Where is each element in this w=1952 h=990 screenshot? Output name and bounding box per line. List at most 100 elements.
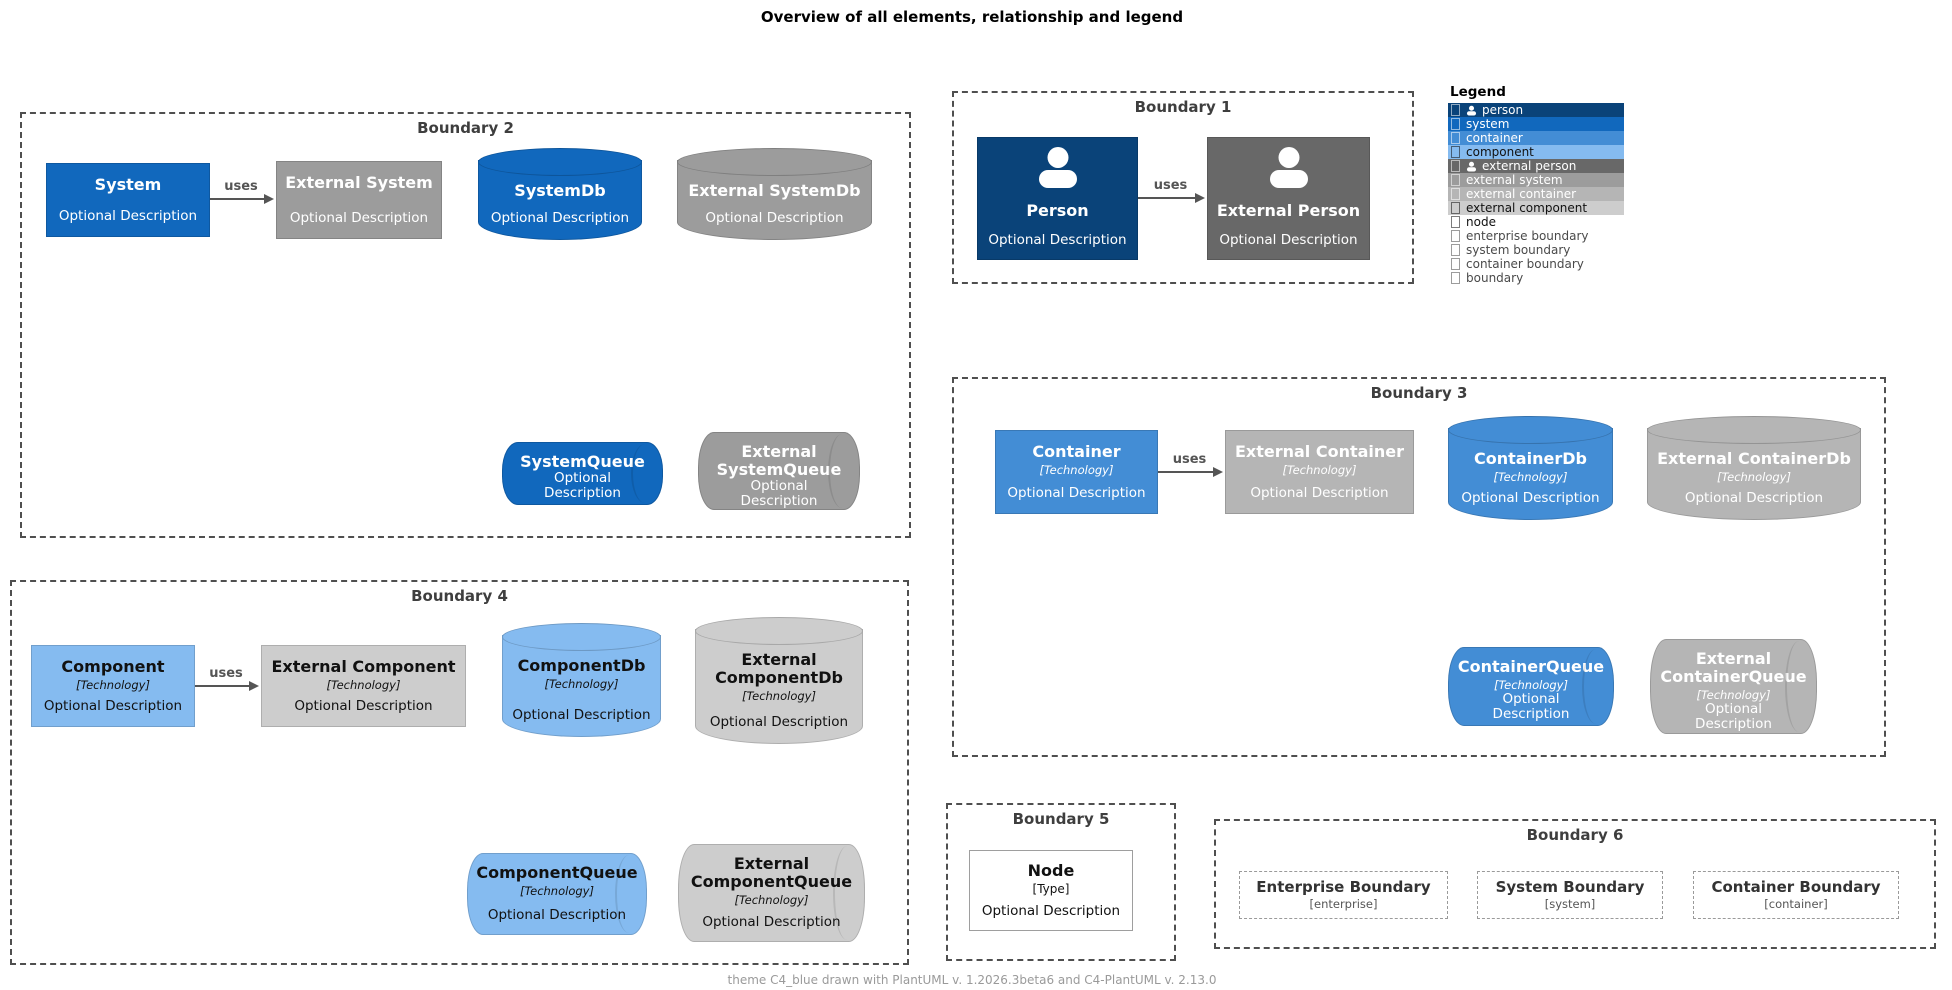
element-technology: [Technology] [1494,677,1568,692]
boundary-4-label: Boundary 4 [411,587,508,605]
external-component-element: External Component [Technology] Optional… [261,645,466,727]
relationship-arrow: uses [195,666,259,691]
element-name: External Person [1216,200,1361,220]
system-element: System Optional Description [46,163,210,237]
missing-glyph-icon [1451,230,1460,242]
external-container-element: External Container [Technology] Optional… [1225,430,1414,514]
relationship-label: uses [224,179,258,194]
missing-glyph-icon [1451,160,1460,172]
element-head: ContainerDb [Technology] [1474,450,1587,484]
element-description: Optional Description [1492,690,1570,722]
boundary-1-label: Boundary 1 [1134,98,1232,116]
legend-row-label: enterprise boundary [1466,229,1589,243]
element-head: External ComponentQueue [Technology] [691,855,852,907]
person-icon [1466,105,1477,116]
legend-row-label: component [1466,145,1534,159]
element-head: ComponentQueue [Technology] [476,864,637,898]
external-system-queue-element: External SystemQueue Optional Descriptio… [698,432,860,510]
component-queue-element: ComponentQueue [Technology] Optional Des… [467,853,647,935]
element-description: Optional Description [487,907,627,924]
element-description: Optional Description [289,210,429,227]
external-person-element: External Person Optional Description [1207,137,1370,260]
relationship-arrow: uses [1138,178,1205,203]
element-name: ContainerQueue [1457,657,1605,676]
element-name: Enterprise Boundary [1256,877,1431,896]
element-name: SystemQueue [520,452,645,471]
relationship-label: uses [209,666,243,681]
missing-glyph-icon [1451,118,1460,130]
element-name: Container Boundary [1711,877,1881,896]
element-name: External System [285,173,433,192]
element-technology: [Technology] [1696,687,1771,702]
element-name: SystemDb [514,181,606,200]
element-name: Node [1027,861,1075,880]
element-name: Person [1026,200,1089,220]
missing-glyph-icon [1451,174,1460,186]
boundary-3-label: Boundary 3 [1370,384,1468,402]
legend-row-label: system [1466,117,1510,131]
element-head: External ComponentDb [Technology] [702,651,856,703]
element-technology: [Technology] [742,688,816,703]
element-type: [system] [1544,897,1596,912]
element-head: External Container [Technology] [1235,443,1404,477]
element-name: External SystemQueue [716,442,842,479]
boundary-6: Boundary 6 [1214,819,1936,949]
legend-row-label: boundary [1466,271,1524,285]
element-type: [Type] [1032,881,1070,896]
element-name: External Component [271,657,456,676]
element-description: Optional Description [544,469,621,501]
container-element: Container [Technology] Optional Descript… [995,430,1158,514]
container-queue-element: ContainerQueue [Technology] Optional Des… [1448,647,1614,726]
element-description: Optional Description [1695,700,1772,732]
external-component-db-element: External ComponentDb [Technology] Option… [695,617,863,744]
container-boundary-element: Container Boundary [container] [1693,871,1899,919]
legend-row-label: container boundary [1466,257,1584,271]
missing-glyph-icon [1451,104,1460,116]
element-head: ContainerQueue [Technology] [1458,658,1604,692]
person-element: Person Optional Description [977,137,1138,260]
legend-row-system: system [1448,117,1624,131]
element-technology: [Technology] [76,677,150,692]
element-description: Optional Description [988,232,1127,249]
element-description: Optional Description [1461,490,1600,507]
missing-glyph-icon [1451,188,1460,200]
legend-row-label: person [1482,103,1524,117]
legend-row-person: person [1448,103,1624,117]
footer-credits: theme C4_blue drawn with PlantUML v. 1.2… [727,973,1217,987]
element-name: System Boundary [1495,877,1645,896]
element-technology: [Technology] [734,892,809,907]
element-description: Optional Description [512,707,651,724]
element-description: Optional Description [58,208,198,225]
boundary-5-label: Boundary 5 [1012,810,1110,828]
element-head: External ContainerQueue [Technology] [1660,650,1806,702]
legend-row-label: external person [1482,159,1577,173]
element-technology: [Technology] [326,677,401,692]
missing-glyph-icon [1451,216,1460,228]
element-description: Optional Description [1250,485,1389,502]
missing-glyph-icon [1451,258,1460,270]
element-head: External Component [Technology] [271,658,455,692]
legend-row-external-system: external system [1448,173,1624,187]
element-description: Optional Description [709,714,849,731]
element-description: Optional Description [294,698,433,715]
element-type: [enterprise] [1309,897,1378,912]
legend-row-enterprise-boundary: enterprise boundary [1448,229,1624,243]
element-type: [container] [1764,897,1828,912]
person-icon [1269,147,1308,188]
legend-row-label: external container [1466,187,1577,201]
missing-glyph-icon [1451,202,1460,214]
component-db-element: ComponentDb [Technology] Optional Descri… [502,623,661,737]
legend-row-label: system boundary [1466,243,1571,257]
system-db-element: SystemDb Optional Description [478,148,642,240]
element-name: External ContainerQueue [1660,649,1807,686]
legend: Legend person system container component… [1448,84,1624,285]
relationship-arrow: uses [210,179,274,204]
node-element: Node [Type] Optional Description [969,850,1133,931]
element-technology: [Technology] [544,676,619,691]
element-description: Optional Description [705,210,844,227]
missing-glyph-icon [1451,132,1460,144]
legend-row-label: container [1466,131,1523,145]
enterprise-boundary-element: Enterprise Boundary [enterprise] [1239,871,1448,919]
system-queue-element: SystemQueue Optional Description [502,442,663,505]
external-container-db-element: External ContainerDb [Technology] Option… [1647,416,1861,520]
